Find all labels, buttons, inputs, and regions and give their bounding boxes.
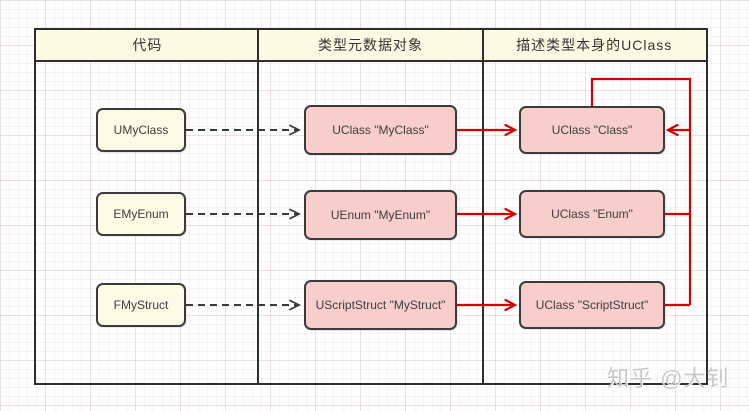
node-uclass-scriptstruct: UClass "ScriptStruct" bbox=[519, 281, 665, 329]
watermark: 知乎 @大钊 bbox=[607, 366, 730, 391]
node-fmystruct: FMyStruct bbox=[96, 283, 186, 327]
header-cell-uclass: 描述类型本身的UClass bbox=[516, 37, 673, 53]
table-frame bbox=[34, 28, 708, 385]
node-uscriptstruct-mystruct: UScriptStruct "MyStruct" bbox=[304, 280, 457, 330]
node-emyenum: EMyEnum bbox=[96, 192, 186, 236]
node-uenum-myenum: UEnum "MyEnum" bbox=[304, 190, 457, 240]
node-uclass-class: UClass "Class" bbox=[519, 106, 665, 154]
node-umyclass: UMyClass bbox=[96, 108, 186, 152]
column-divider-2 bbox=[482, 28, 484, 385]
column-divider-1 bbox=[257, 28, 259, 385]
node-uclass-enum: UClass "Enum" bbox=[519, 190, 665, 238]
header-cell-code: 代码 bbox=[132, 37, 163, 53]
node-uclass-myclass: UClass "MyClass" bbox=[304, 105, 457, 155]
header-cell-metadata: 类型元数据对象 bbox=[318, 37, 423, 53]
